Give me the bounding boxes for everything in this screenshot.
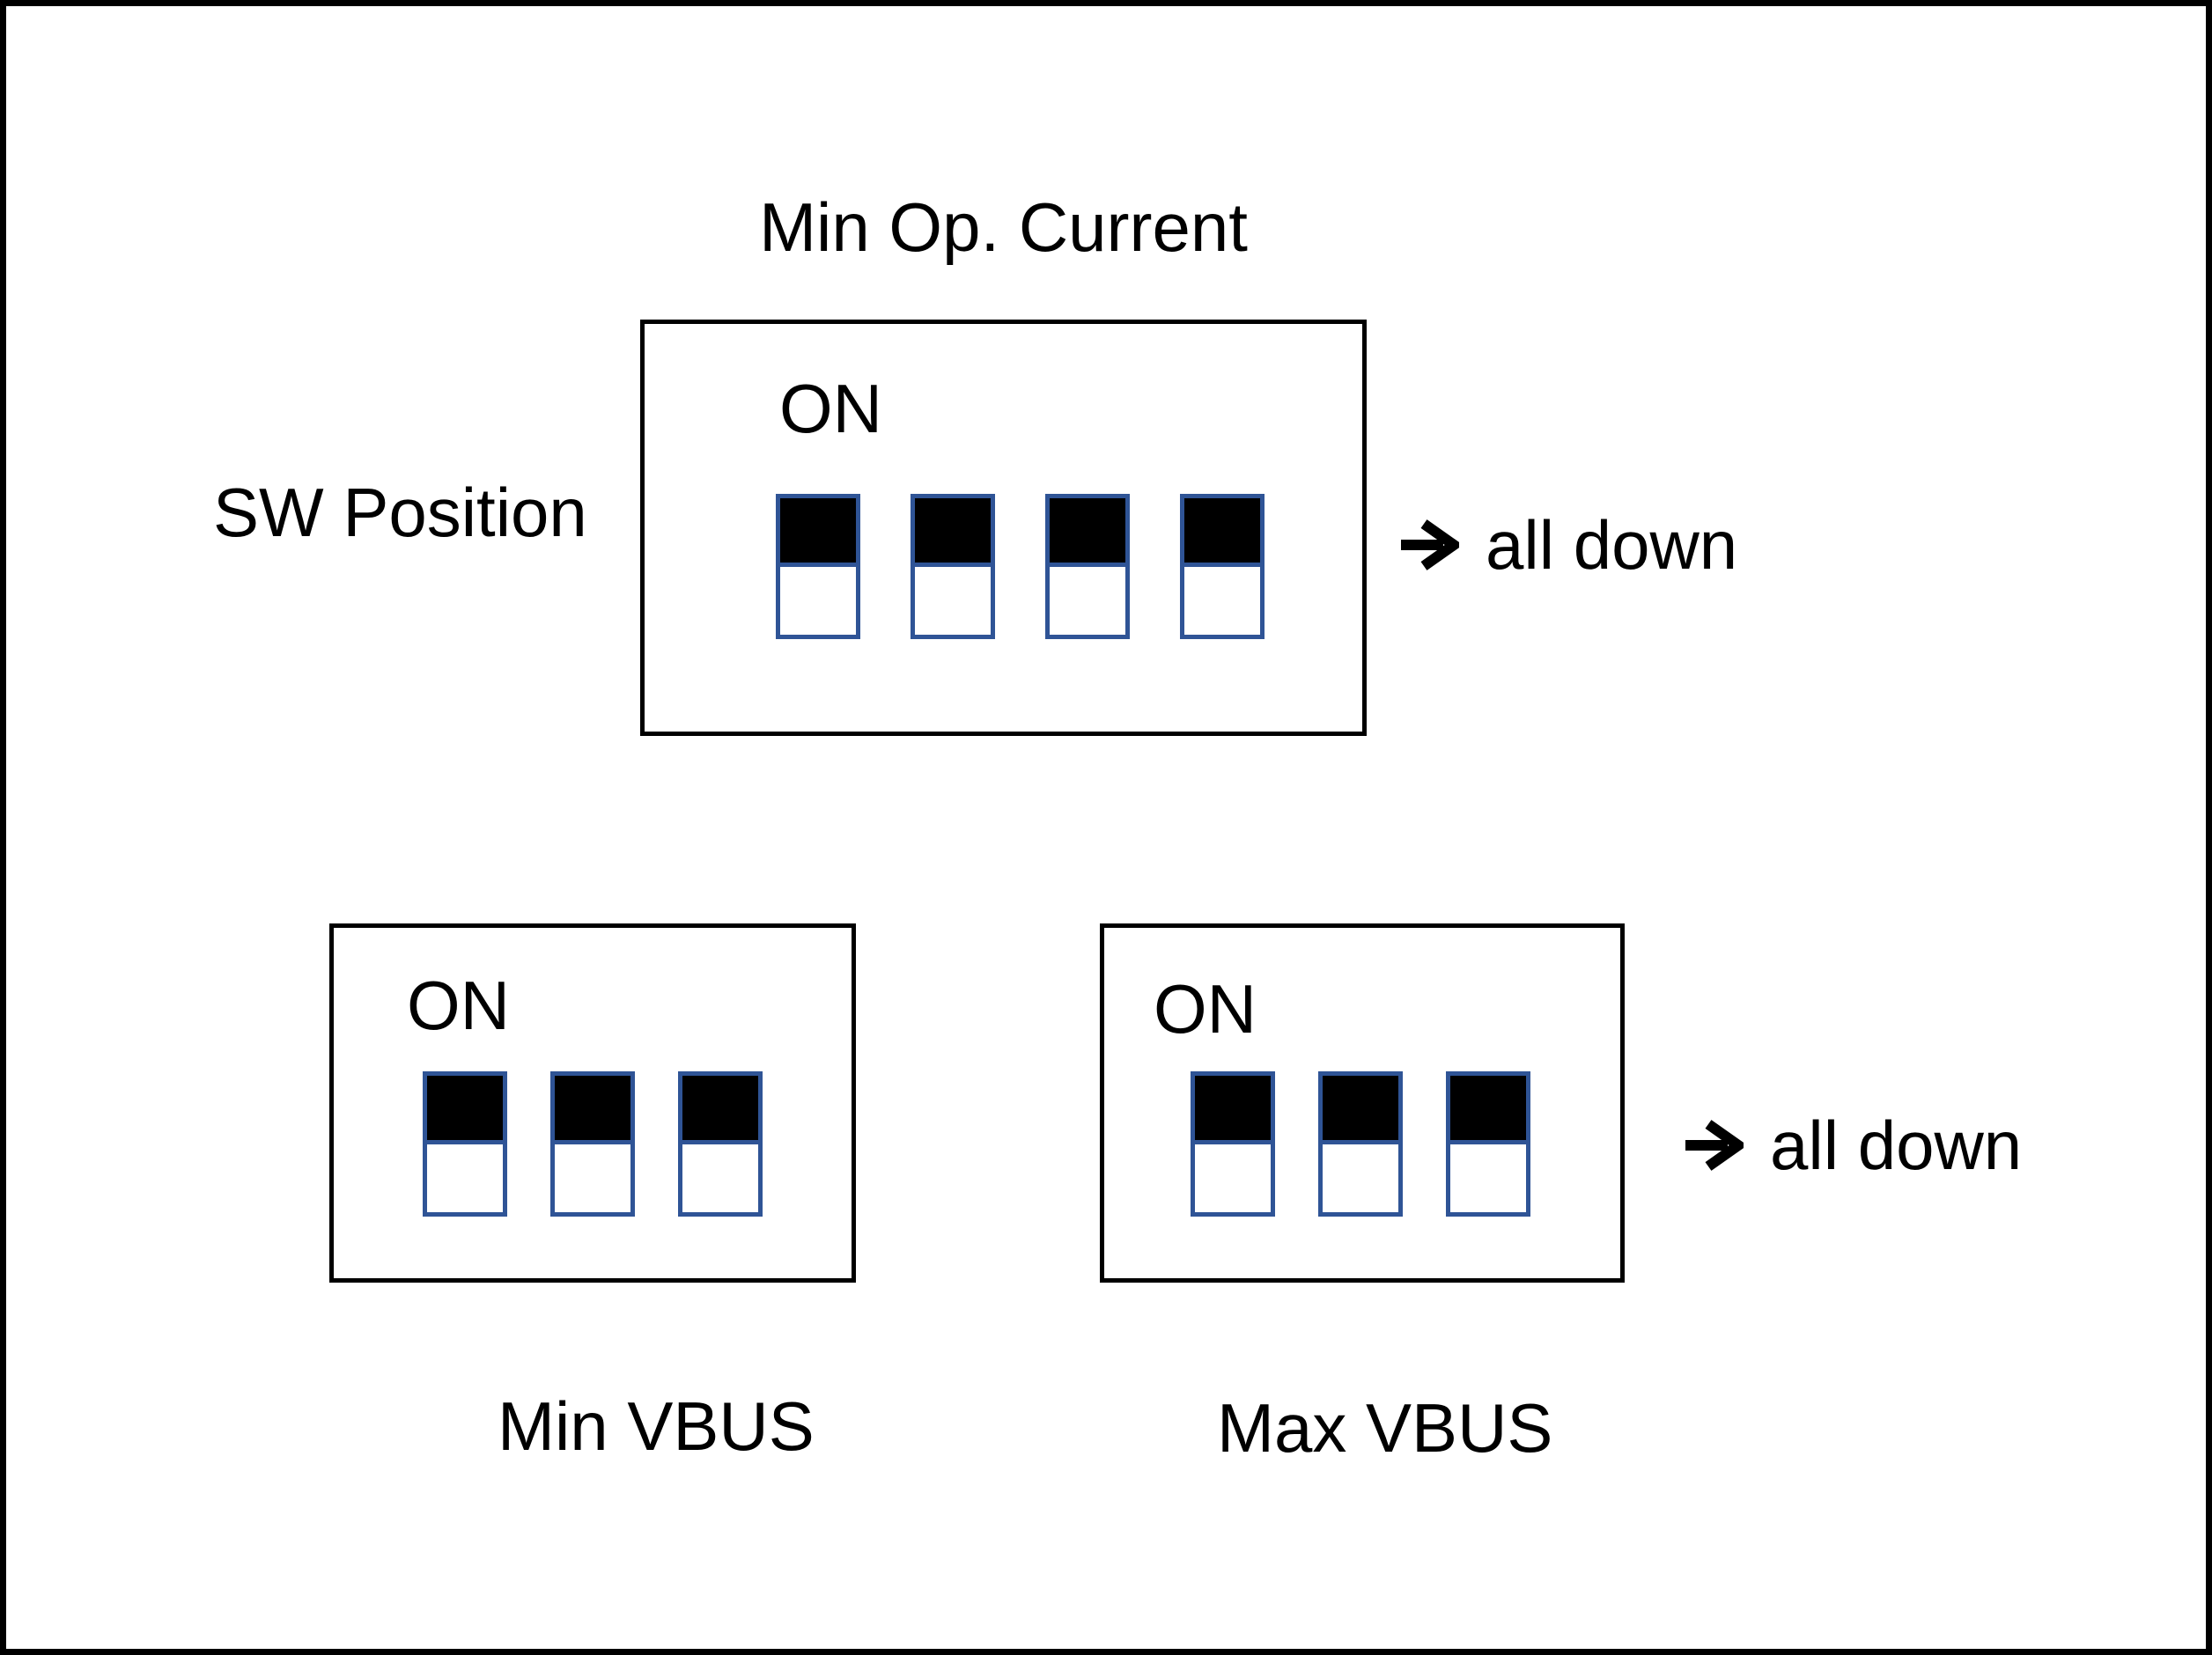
dip-switch-down[interactable] xyxy=(1318,1071,1403,1217)
switch-on-half xyxy=(682,1076,758,1144)
switch-off-half xyxy=(915,567,991,635)
dip-switch-down[interactable] xyxy=(1446,1071,1530,1217)
switch-off-half xyxy=(427,1144,503,1212)
note-text: all down xyxy=(1770,1107,2023,1184)
dip-switch-down[interactable] xyxy=(550,1071,635,1217)
switch-on-half xyxy=(1050,498,1125,567)
dip-switch-down[interactable] xyxy=(423,1071,507,1217)
dip-switch-down[interactable] xyxy=(1180,494,1265,639)
dip-switch-down[interactable] xyxy=(776,494,860,639)
switch-off-half xyxy=(555,1144,630,1212)
panel-title-min-op-current: Min Op. Current xyxy=(759,188,1248,266)
note-max-vbus: all down xyxy=(1684,1105,2022,1186)
dip-switch-down[interactable] xyxy=(1045,494,1130,639)
right-arrow-icon xyxy=(1401,519,1459,570)
switch-on-half xyxy=(427,1076,503,1144)
switch-off-half xyxy=(1450,1144,1526,1212)
dip-switch-down[interactable] xyxy=(1191,1071,1275,1217)
switch-on-half xyxy=(1450,1076,1526,1144)
switch-row-min-vbus xyxy=(423,1071,763,1217)
switch-row-max-vbus xyxy=(1191,1071,1530,1217)
on-label-min-op-current: ON xyxy=(779,370,882,447)
switch-off-half xyxy=(1323,1144,1398,1212)
on-label-min-vbus: ON xyxy=(407,967,510,1044)
switch-on-half xyxy=(555,1076,630,1144)
switch-on-half xyxy=(1323,1076,1398,1144)
on-label-max-vbus: ON xyxy=(1154,970,1257,1048)
switch-on-half xyxy=(1195,1076,1271,1144)
sw-position-label: SW Position xyxy=(213,474,587,551)
note-text: all down xyxy=(1486,506,1738,584)
switch-off-half xyxy=(1195,1144,1271,1212)
panel-title-min-vbus: Min VBUS xyxy=(498,1387,815,1465)
switch-off-half xyxy=(1184,567,1260,635)
switch-row-min-op-current xyxy=(776,494,1265,639)
switch-off-half xyxy=(682,1144,758,1212)
dip-switch-down[interactable] xyxy=(911,494,995,639)
right-arrow-icon xyxy=(1685,1120,1744,1171)
note-min-op-current: all down xyxy=(1399,504,1737,585)
switch-on-half xyxy=(1184,498,1260,567)
dip-switch-down[interactable] xyxy=(678,1071,763,1217)
switch-on-half xyxy=(780,498,856,567)
switch-on-half xyxy=(915,498,991,567)
panel-title-max-vbus: Max VBUS xyxy=(1217,1389,1553,1467)
switch-off-half xyxy=(780,567,856,635)
switch-off-half xyxy=(1050,567,1125,635)
